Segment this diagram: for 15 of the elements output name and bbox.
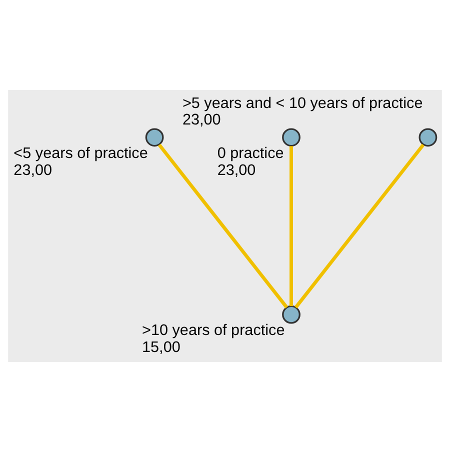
connector <box>294 143 425 308</box>
connector <box>290 146 293 306</box>
node-label: 0 practice <box>217 144 284 162</box>
node-circle <box>282 304 300 324</box>
node-label: 23,00 <box>182 111 221 128</box>
node-label: 15,00 <box>142 338 180 356</box>
node-label: <5 years of practice <box>14 144 148 162</box>
node-label: 23,00 <box>14 161 52 178</box>
node-circle <box>282 128 300 146</box>
node-circle <box>145 128 164 146</box>
node-label: >10 years of practice <box>142 322 285 339</box>
node-circle <box>418 128 438 146</box>
connector <box>158 143 288 308</box>
node-label: 23,00 <box>217 161 256 178</box>
node-label: >5 years and < 10 years of practice <box>182 94 423 112</box>
